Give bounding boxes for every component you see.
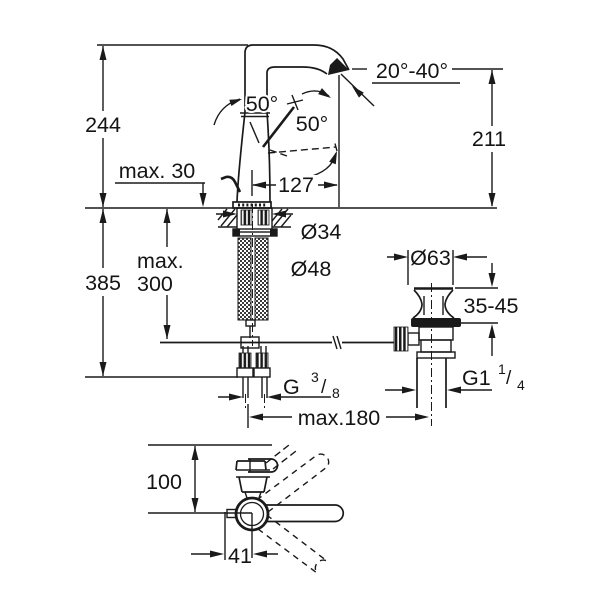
svg-text:4: 4 bbox=[517, 377, 525, 393]
label-height-overall: 244 bbox=[85, 113, 121, 137]
label-plan-offset: 41 bbox=[228, 544, 252, 568]
label-handle-angle-right: 50° bbox=[296, 112, 329, 136]
front-lever-profile bbox=[220, 175, 242, 193]
flexible-hoses bbox=[236, 237, 271, 408]
mounting-shank bbox=[232, 207, 278, 237]
svg-text:G: G bbox=[283, 375, 300, 399]
svg-text:8: 8 bbox=[332, 385, 340, 401]
svg-text:/: / bbox=[506, 368, 512, 389]
label-waste-thread: G1 1 / 4 bbox=[460, 359, 527, 395]
svg-text:3: 3 bbox=[311, 369, 319, 385]
drain-valve bbox=[385, 250, 498, 426]
faucet-handle-lever bbox=[261, 94, 338, 157]
svg-text:/: / bbox=[321, 377, 327, 398]
rod-adjust-knob bbox=[393, 326, 420, 352]
label-base-diameter: Ø48 bbox=[291, 257, 332, 281]
svg-text:G1: G1 bbox=[462, 366, 491, 390]
svg-text:1: 1 bbox=[498, 361, 506, 377]
spout-outlet-face bbox=[328, 58, 349, 75]
label-waste-deck-range: 35-45 bbox=[464, 294, 519, 318]
label-hose-length-2: 300 bbox=[137, 272, 173, 296]
label-handle-angle-left: 50° bbox=[246, 92, 279, 116]
hose-connector bbox=[255, 352, 269, 369]
plan-handle-lever bbox=[263, 504, 345, 523]
label-backers bbox=[82, 111, 511, 296]
dimension-labels: 244 max. 30 50° 50° 20°-40° 127 211 Ø34 … bbox=[83, 57, 527, 570]
label-deck-thickness: max. 30 bbox=[119, 159, 196, 183]
label-spout-reach: 127 bbox=[278, 173, 314, 197]
lower-dimensions bbox=[218, 393, 429, 428]
faucet-spout bbox=[240, 44, 350, 144]
faucet-plan-view bbox=[148, 444, 345, 574]
label-hole-diameter: Ø34 bbox=[301, 220, 342, 244]
label-hose-thread: G 3 / 8 bbox=[281, 367, 342, 403]
pop-up-rod bbox=[160, 319, 396, 350]
hose-connector bbox=[238, 352, 252, 369]
label-plan-reach: 100 bbox=[146, 470, 182, 494]
label-overall-depth: 385 bbox=[85, 271, 121, 295]
drain-tailpipe bbox=[416, 283, 447, 426]
label-hose-length-1: max. bbox=[137, 249, 184, 273]
plan-body bbox=[235, 460, 270, 499]
label-rod-length: max.180 bbox=[298, 406, 381, 430]
mounting-assembly bbox=[160, 204, 396, 408]
plan-rod-nub bbox=[226, 508, 237, 519]
label-spout-height: 211 bbox=[472, 127, 506, 151]
label-waste-flange-diameter: Ø63 bbox=[410, 246, 451, 270]
faucet-side-view bbox=[220, 44, 350, 209]
label-spout-outlet-angle: 20°-40° bbox=[376, 59, 448, 83]
waste-flange bbox=[411, 318, 461, 327]
